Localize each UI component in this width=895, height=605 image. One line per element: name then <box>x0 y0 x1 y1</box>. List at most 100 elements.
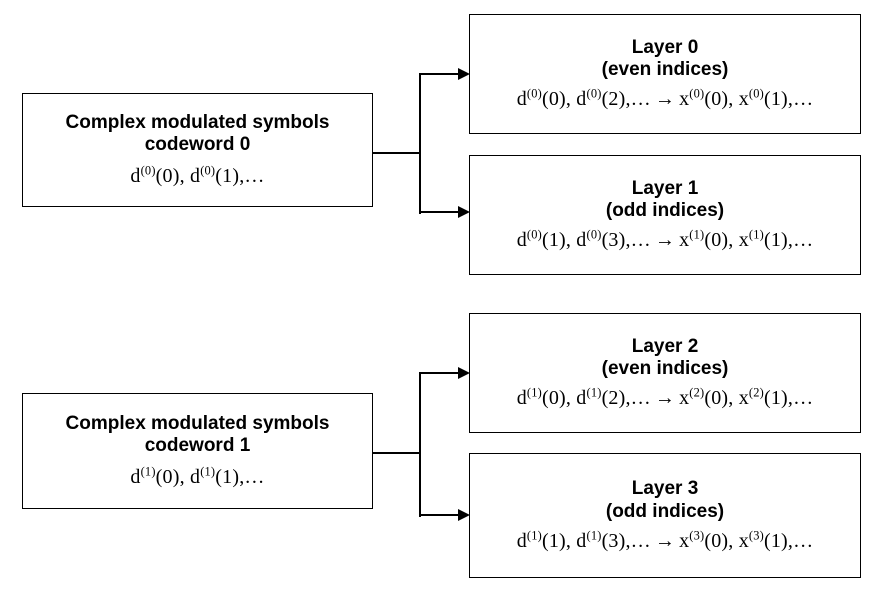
arrowhead-layer-3 <box>458 509 470 521</box>
layer-3-out-sup-2: (3) <box>748 528 764 543</box>
codeword-0-sup-2: (0) <box>200 163 216 178</box>
layer-2-out-idx-2: (1) <box>763 387 788 410</box>
layer-3-box: Layer 3 (odd indices) d(1)(1), d(1)(3),…… <box>469 453 861 578</box>
layer-3-out-sym-2: x <box>738 529 749 552</box>
layer-2-in-sym-2: d <box>576 387 587 410</box>
codeword-0-box: Complex modulated symbols codeword 0 d(0… <box>22 93 373 207</box>
layer-2-maps-to-arrow-icon: → <box>654 387 676 410</box>
layer-3-in-sup-2: (1) <box>586 528 602 543</box>
layer-3-title: Layer 3 <box>631 478 699 500</box>
layer-1-box: Layer 1 (odd indices) d(0)(1), d(0)(3),…… <box>469 155 861 275</box>
codeword-0-idx-2: (1) <box>215 165 240 188</box>
codeword-0-title: Complex modulated symbols codeword 0 <box>66 112 330 157</box>
layer-1-in-idx-1: (1) <box>541 229 566 252</box>
codeword-1-idx-1: (0) <box>155 466 180 489</box>
layer-0-out-sym-2: x <box>738 88 749 111</box>
codeword-1-title-line1: Complex modulated symbols <box>65 412 330 434</box>
codeword-1-box: Complex modulated symbols codeword 1 d(1… <box>22 393 373 509</box>
codeword-1-title-line2: codeword 1 <box>144 435 251 456</box>
layer-0-in-sup-1: (0) <box>526 86 542 101</box>
layer-0-out-idx-1: (0) <box>704 88 729 111</box>
layer-3-in-tail: ,… <box>625 529 651 552</box>
codeword-1-title: Complex modulated symbols codeword 1 <box>66 413 330 458</box>
arrowhead-layer-0 <box>458 68 470 80</box>
codeword-0-sym-1: d <box>130 165 141 188</box>
layer-0-in-sep: , <box>565 88 577 111</box>
layer-2-out-sym-2: x <box>738 387 749 410</box>
layer-2-in-sep: , <box>565 387 577 410</box>
layer-2-out-sym-1: x <box>679 387 690 410</box>
layer-3-maps-to-arrow-icon: → <box>654 529 676 552</box>
layer-3-in-idx-1: (1) <box>541 529 566 552</box>
layer-3-in-sym-1: d <box>516 529 527 552</box>
layer-0-out-sup-1: (0) <box>689 86 705 101</box>
layer-2-out-idx-1: (0) <box>704 387 729 410</box>
connector-riser-top <box>419 74 422 214</box>
layer-2-mapping: d(1)(0), d(1)(2),…→x(2)(0), x(2)(1),… <box>517 387 814 410</box>
layer-3-out-sym-1: x <box>679 529 690 552</box>
codeword-1-sup-2: (1) <box>200 464 216 479</box>
layer-1-in-idx-2: (3) <box>601 229 626 252</box>
codeword-1-sep: , <box>179 466 190 489</box>
layer-3-out-tail: ,… <box>787 529 814 552</box>
codeword-0-sup-1: (0) <box>140 163 156 178</box>
codeword-0-idx-1: (0) <box>155 165 180 188</box>
layer-3-in-idx-2: (3) <box>601 529 626 552</box>
codeword-0-title-line1: Complex modulated symbols <box>65 111 330 133</box>
arrowhead-layer-2 <box>458 367 470 379</box>
arrowhead-layer-1 <box>458 206 470 218</box>
layer-0-in-sup-2: (0) <box>586 86 602 101</box>
layer-3-out-sep: , <box>728 529 739 552</box>
layer-1-out-sym-2: x <box>738 229 749 252</box>
layer-3-heading: Layer 3 (odd indices) <box>606 478 724 523</box>
layer-2-box: Layer 2 (even indices) d(1)(0), d(1)(2),… <box>469 313 861 433</box>
layer-1-in-sym-1: d <box>516 229 527 252</box>
codeword-1-idx-2: (1) <box>215 466 240 489</box>
layer-0-mapping: d(0)(0), d(0)(2),…→x(0)(0), x(0)(1),… <box>517 88 814 111</box>
codeword-1-tail: ,… <box>239 466 265 489</box>
layer-2-subtitle: (even indices) <box>601 358 729 379</box>
connector-trunk-bottom <box>373 452 421 455</box>
layer-0-in-sym-2: d <box>576 88 587 111</box>
layer-3-in-sym-2: d <box>576 529 587 552</box>
codeword-0-title-line2: codeword 0 <box>144 134 251 155</box>
layer-1-out-idx-1: (0) <box>704 229 729 252</box>
layer-2-in-idx-2: (2) <box>601 387 626 410</box>
layer-3-subtitle: (odd indices) <box>605 500 725 522</box>
layer-1-in-sym-2: d <box>576 229 587 252</box>
layer-2-out-sup-2: (2) <box>748 385 764 400</box>
layer-0-subtitle: (even indices) <box>601 59 729 80</box>
layer-1-out-sup-1: (1) <box>689 227 705 242</box>
layer-2-in-tail: ,… <box>625 387 651 410</box>
codeword-0-symbols: d(0)(0), d(0)(1),… <box>130 165 264 188</box>
layer-2-out-sep: , <box>728 387 739 410</box>
layer-0-maps-to-arrow-icon: → <box>654 88 676 111</box>
layer-2-title: Layer 2 <box>631 335 699 357</box>
codeword-1-symbols: d(1)(0), d(1)(1),… <box>130 466 264 489</box>
connector-riser-bottom <box>419 373 422 517</box>
connector-branch-layer-2 <box>419 372 461 375</box>
layer-1-out-sep: , <box>728 229 739 252</box>
codeword-0-sym-2: d <box>190 165 201 188</box>
layer-2-in-idx-1: (0) <box>541 387 566 410</box>
layer-2-in-sup-2: (1) <box>586 385 602 400</box>
layer-1-title: Layer 1 <box>631 177 699 199</box>
layer-0-out-tail: ,… <box>787 88 814 111</box>
layer-1-in-sup-2: (0) <box>586 227 602 242</box>
codeword-1-sup-1: (1) <box>140 464 156 479</box>
layer-0-in-idx-2: (2) <box>601 88 626 111</box>
layer-1-out-sym-1: x <box>679 229 690 252</box>
layer-3-out-sup-1: (3) <box>689 528 705 543</box>
codeword-1-sym-2: d <box>190 466 201 489</box>
codeword-0-tail: ,… <box>239 165 265 188</box>
layer-0-in-sym-1: d <box>516 88 527 111</box>
layer-0-box: Layer 0 (even indices) d(0)(0), d(0)(2),… <box>469 14 861 134</box>
layer-1-heading: Layer 1 (odd indices) <box>606 178 724 223</box>
layer-2-in-sup-1: (1) <box>526 385 542 400</box>
layer-3-mapping: d(1)(1), d(1)(3),…→x(3)(0), x(3)(1),… <box>516 528 814 553</box>
layer-2-out-tail: ,… <box>787 387 814 410</box>
layer-0-title: Layer 0 <box>631 36 699 58</box>
layer-0-heading: Layer 0 (even indices) <box>602 37 729 82</box>
layer-1-in-sup-1: (0) <box>526 227 542 242</box>
